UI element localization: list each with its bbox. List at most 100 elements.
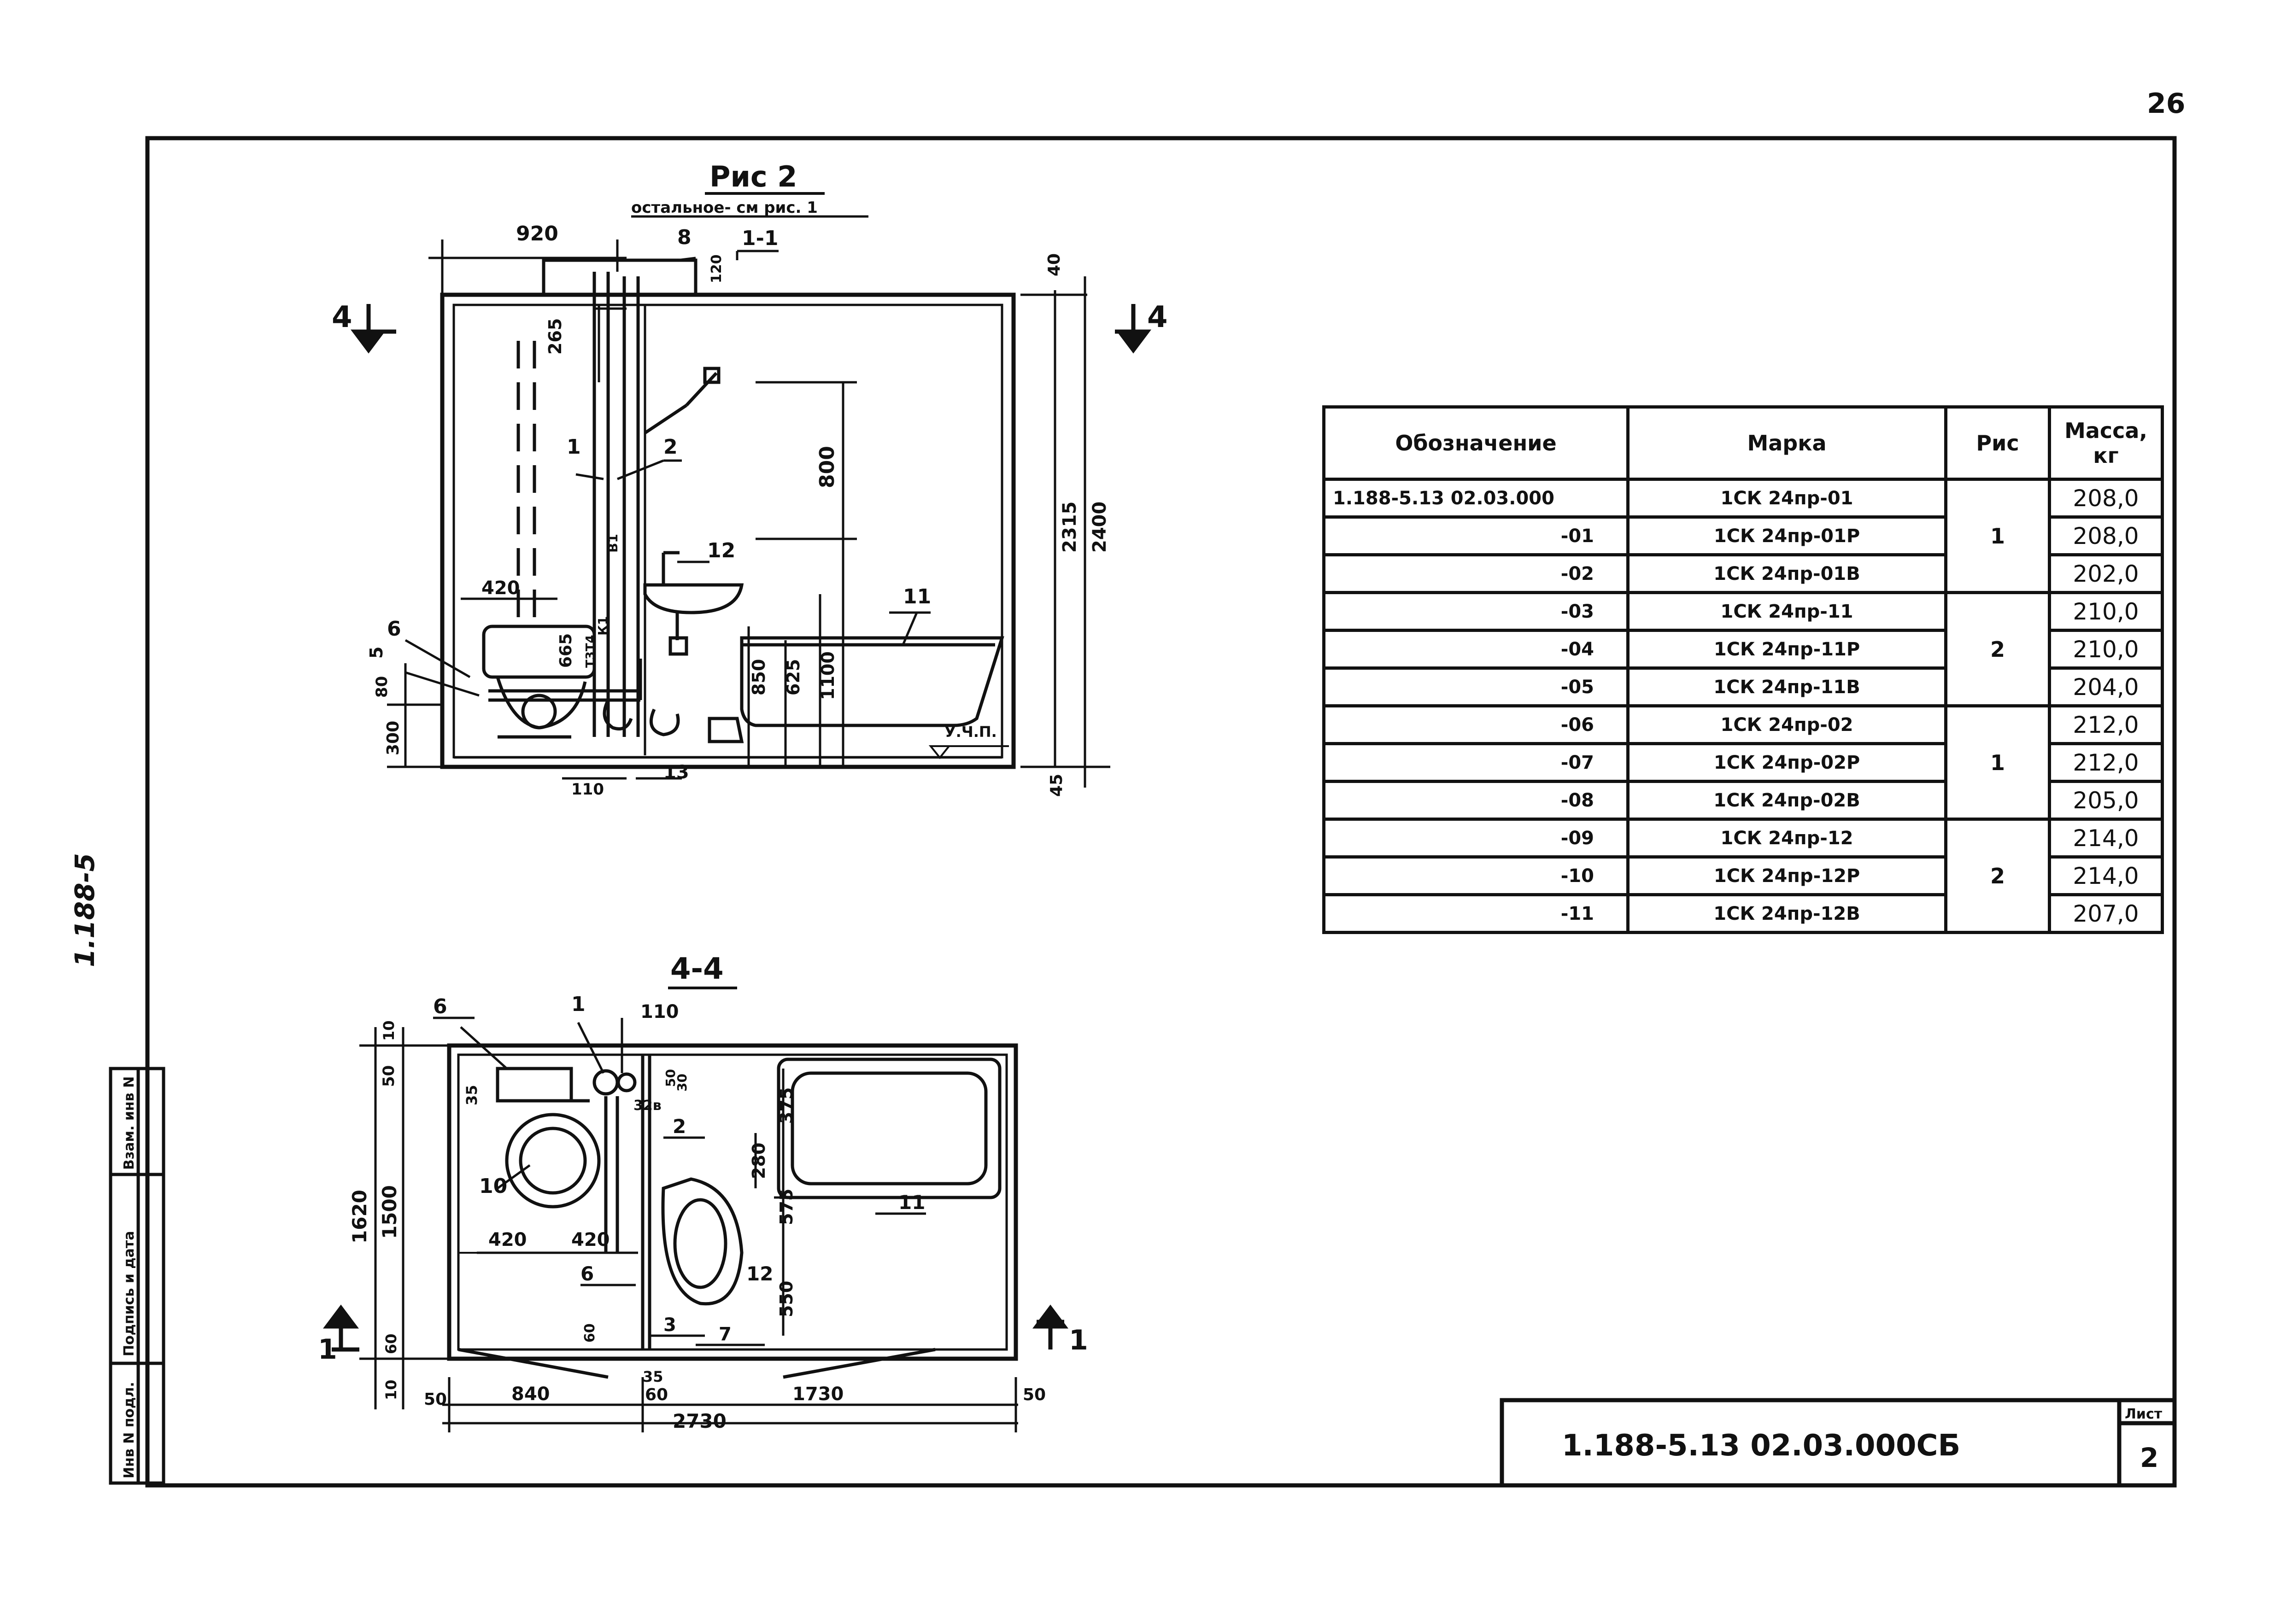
plan-4-4-drawing — [447, 1043, 1018, 1379]
dim-1620: 1620 — [348, 1190, 371, 1244]
row-fig: 1 — [1944, 704, 2051, 821]
row-mark: 1СК 24пр-01 — [1626, 478, 1947, 519]
callout-2-plan: 2 — [673, 1115, 686, 1138]
plan44-cut-right: 1 — [1069, 1324, 1088, 1356]
row-mark: 1СК 24пр-11В — [1626, 666, 1947, 707]
page-number: 26 — [2147, 88, 2186, 120]
row-designation: -04 — [1322, 629, 1630, 670]
table-header-row: Обозначение Марка Рис Масса, кг — [1322, 405, 2164, 481]
callout-8: 8 — [677, 226, 692, 249]
row-mass: 207,0 — [2048, 893, 2164, 934]
row-mass: 202,0 — [2048, 553, 2164, 594]
callout-1-plan: 1 — [571, 993, 586, 1016]
table-row: -01 1СК 24пр-01Р 208,0 — [1322, 515, 2164, 556]
fig2-cut-left: 4 — [332, 300, 352, 334]
dim-280: 280 — [749, 1143, 769, 1179]
margin-stamp-texts: Инв N подл. Подпись и дата Взам. инв N — [121, 1076, 137, 1478]
fig2-subtitle: остальное- см рис. 1 — [631, 199, 818, 217]
row-designation: -01 — [1322, 515, 1630, 556]
row-mark: 1СК 24пр-01В — [1626, 553, 1947, 594]
title-block-code: 1.188-5.13 02.03.000СБ — [1562, 1429, 1960, 1463]
dim-110: 110 — [571, 780, 604, 799]
row-mark: 1СК 24пр-02В — [1626, 780, 1947, 821]
dim-300: 300 — [384, 721, 403, 755]
dim-t3t4: Т3Т4 — [584, 635, 598, 668]
margin-stamp-frame — [109, 1067, 165, 1485]
table-row: -07 1СК 24пр-02Р 212,0 — [1322, 742, 2164, 783]
cut-markers-4-4 — [351, 304, 1151, 354]
dim-50-mid: 50 — [663, 1069, 678, 1087]
title-block-sheet-label: Лист — [2125, 1406, 2163, 1422]
dim-2400: 2400 — [1089, 502, 1110, 553]
table-row: 1.188-5.13 02.03.000 1СК 24пр-01 1 208,0 — [1322, 478, 2164, 594]
table-row: -03 1СК 24пр-11 2 210,0 — [1322, 591, 2164, 707]
callout-11: 11 — [903, 585, 931, 608]
header-mark: Марка — [1626, 405, 1947, 481]
header-designation: Обозначение — [1322, 405, 1630, 481]
specification-table: Обозначение Марка Рис Масса, кг 1.188-5.… — [1322, 405, 2164, 934]
dim-550: 550 — [776, 1281, 797, 1317]
row-designation: 1.188-5.13 02.03.000 — [1322, 478, 1630, 519]
row-mass: 208,0 — [2048, 515, 2164, 556]
row-designation: -02 — [1322, 553, 1630, 594]
callout-7-plan: 7 — [719, 1324, 732, 1345]
dim-375: 375 — [776, 1087, 797, 1124]
dim-800: 800 — [815, 446, 839, 488]
dim-10-top: 10 — [380, 1020, 398, 1041]
dim-575: 575 — [776, 1189, 797, 1225]
table-row: -02 1СК 24пр-01В 202,0 — [1322, 553, 2164, 594]
stamp-inv-orig: Инв N подл. — [121, 1382, 137, 1478]
dim-840: 840 — [511, 1384, 550, 1405]
title-block-sheet-number: 2 — [2140, 1442, 2158, 1473]
fig2-title: Рис 2 — [709, 160, 797, 193]
plan-4-4-dimensions — [359, 1016, 1018, 1432]
plan44-texts: 4-4 1 1 6 1 110 10 50 35 1620 1500 60 10… — [318, 952, 1088, 1432]
row-mark: 1СК 24пр-12Р — [1626, 855, 1947, 896]
dim-420: 420 — [481, 578, 520, 599]
row-mass: 204,0 — [2048, 666, 2164, 707]
callout-6-plan: 6 — [433, 995, 447, 1018]
row-designation: -03 — [1322, 591, 1630, 632]
row-designation: -11 — [1322, 893, 1630, 934]
row-mark: 1СК 24пр-12В — [1626, 893, 1947, 934]
table-row: -05 1СК 24пр-11В 204,0 — [1322, 666, 2164, 707]
dim-50-bl: 50 — [424, 1390, 447, 1409]
dim-35b: 35 — [643, 1368, 663, 1385]
dim-b1: В1 — [605, 534, 621, 553]
level-mark: У.Ч.П. — [944, 723, 997, 741]
row-designation: -10 — [1322, 855, 1630, 896]
section-1-1-drawing — [440, 258, 1016, 769]
row-designation: -07 — [1322, 742, 1630, 783]
callout-5: 5 — [366, 647, 387, 659]
row-fig: 2 — [1944, 818, 2051, 934]
row-designation: -08 — [1322, 780, 1630, 821]
dim-265: 265 — [545, 318, 565, 355]
sheet-frame — [145, 136, 2177, 1488]
header-fig: Рис — [1944, 405, 2051, 481]
dim-625: 625 — [783, 659, 803, 695]
dim-k1: К1 — [595, 616, 610, 636]
title-block-frame — [1500, 1398, 2177, 1488]
callout-1: 1 — [567, 435, 581, 459]
plan44-cut-left: 1 — [318, 1333, 337, 1366]
dim-60-bottom: 60 — [645, 1385, 668, 1404]
dim-40: 40 — [1045, 253, 1064, 276]
row-designation: -06 — [1322, 704, 1630, 745]
dim-80: 80 — [373, 676, 391, 698]
dim-1500: 1500 — [378, 1185, 401, 1239]
row-mass: 214,0 — [2048, 855, 2164, 896]
row-mass: 212,0 — [2048, 742, 2164, 783]
row-mass: 210,0 — [2048, 591, 2164, 632]
dim-50-br: 50 — [1023, 1385, 1046, 1404]
header-mass: Масса, кг — [2048, 405, 2164, 481]
row-mass: 214,0 — [2048, 818, 2164, 859]
callout-10: 10 — [479, 1174, 507, 1198]
dim-920: 920 — [516, 222, 558, 245]
stamp-vzam-inv: Взам. инв N — [121, 1076, 137, 1170]
dim-35: 35 — [463, 1085, 481, 1105]
dim-420a: 420 — [488, 1229, 527, 1250]
dim-665: 665 — [557, 633, 575, 668]
row-mark: 1СК 24пр-11 — [1626, 591, 1947, 632]
row-fig: 2 — [1944, 591, 2051, 707]
